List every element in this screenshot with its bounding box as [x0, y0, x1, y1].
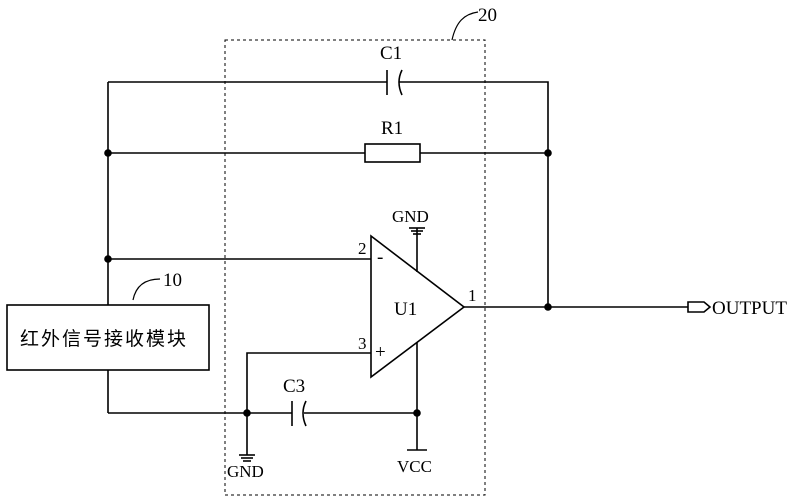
- dashed-enclosure: [224, 39, 486, 496]
- pin-3-label: 3: [358, 334, 367, 353]
- junction-dot: [413, 409, 421, 417]
- ir-receiver-module-label: 红外信号接收模块: [20, 328, 188, 350]
- junction-dot: [104, 255, 112, 263]
- ir-receiver-module: [6, 304, 210, 371]
- enclosure-ref-label: 20: [478, 5, 497, 26]
- junction-dot: [104, 149, 112, 157]
- plus-sign: +: [375, 342, 386, 363]
- output-terminal-icon: [687, 301, 712, 313]
- capacitor-c3-plate-right: [302, 400, 307, 427]
- resistor-r1-label: R1: [381, 118, 403, 139]
- capacitor-c1-plate-right: [398, 69, 403, 96]
- gnd-top-label: GND: [392, 207, 429, 226]
- output-label: OUTPUT: [712, 298, 787, 319]
- minus-sign: -: [377, 247, 383, 268]
- module-ref-label: 10: [163, 270, 182, 291]
- capacitor-c3-label: C3: [283, 376, 305, 397]
- junction-dot: [544, 303, 552, 311]
- resistor-r1: [364, 143, 421, 163]
- op-amp-label: U1: [394, 299, 417, 320]
- enclosure-leader: [451, 11, 479, 41]
- pin-2-label: 2: [358, 239, 367, 258]
- junction-dot: [243, 409, 251, 417]
- wire-c1-right: [399, 81, 549, 307]
- gnd-bottom-label: GND: [227, 462, 264, 481]
- capacitor-c1-label: C1: [380, 43, 402, 64]
- module-leader: [132, 278, 161, 301]
- vcc-label: VCC: [397, 457, 432, 476]
- junction-dot: [544, 149, 552, 157]
- pin-1-label: 1: [468, 286, 477, 305]
- wire-noninverting-input: [246, 352, 371, 413]
